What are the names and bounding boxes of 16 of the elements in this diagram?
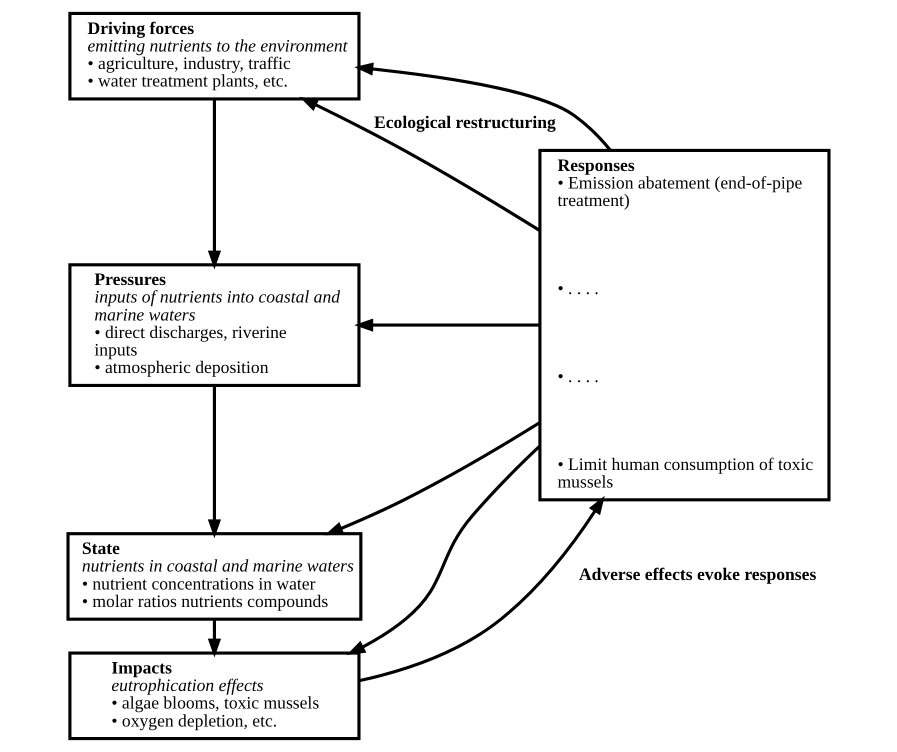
arrow [346, 445, 540, 656]
arrow [208, 619, 222, 658]
edge-label: Adverse effects evoke responses [578, 564, 816, 584]
node-box: Responses • Emission abatement (end-of-pipe treatment) • . . . . • . . . . • Limit human consumption of toxic mussels [538, 148, 831, 502]
node-box: Driving forces emitting nutrients to the environment • agriculture, industry, traffic • water treatment plants, etc. [68, 12, 361, 100]
node-box: Pressures inputs of nutrients into coastal and marine waters • direct discharges, riverine inputs • atmospheric deposition [68, 263, 361, 387]
arrow [354, 62, 612, 152]
arrow [208, 99, 222, 270]
arrow [208, 386, 222, 538]
arrow [358, 496, 605, 682]
arrow [324, 421, 540, 536]
edge-label: Ecological restructuring [374, 112, 556, 132]
arrow [354, 318, 540, 332]
arrow [299, 96, 541, 232]
node-box: State nutrients in coastal and marine waters • nutrient concentrations in water • molar ratios nutrients compounds [66, 532, 362, 621]
node-box: Impacts eutrophication effects • algae blooms, toxic mussels • oxygen depletion, etc. [68, 652, 361, 740]
